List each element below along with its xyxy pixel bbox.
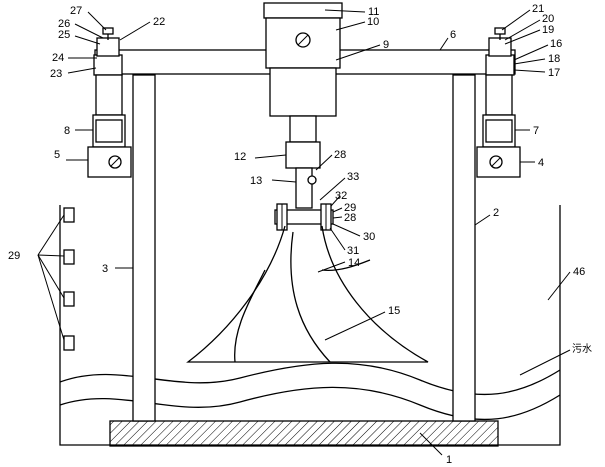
label-18: 18 [548,53,560,65]
label-1: 1 [446,454,452,466]
label-27: 27 [70,5,82,17]
part-labels: 1 2 3 4 5 6 7 8 9 10 11 12 13 14 15 16 1… [8,3,592,466]
label-2: 2 [493,207,499,219]
base-plate [109,420,499,447]
label-31: 31 [347,245,359,257]
wall-tabs [63,207,75,351]
label-22: 22 [153,16,165,28]
label-46: 46 [573,266,585,278]
label-25: 25 [58,29,70,41]
label-4: 4 [538,157,544,169]
label-7: 7 [533,125,539,137]
label-21: 21 [532,3,544,15]
label-23: 23 [50,68,62,80]
label-24: 24 [52,52,64,64]
cone [186,225,429,363]
left-side-assembly [87,27,132,178]
label-3: 3 [102,263,108,275]
label-33: 33 [347,171,359,183]
left-column [132,74,156,422]
motor-assembly [263,2,343,209]
label-28-right: 28 [344,212,356,224]
label-29-tabs: 29 [8,250,20,262]
label-10: 10 [367,16,379,28]
right-column [452,74,476,422]
label-30: 30 [363,231,375,243]
flange [274,203,334,231]
label-12: 12 [234,151,246,163]
label-sewage: 污水 [572,343,592,355]
label-28-top: 28 [334,149,346,161]
label-29-right: 29 [344,202,356,214]
label-6: 6 [450,29,456,41]
label-13: 13 [250,175,262,187]
leader-lines [37,9,571,456]
label-11: 11 [368,6,379,18]
label-5: 5 [54,149,60,161]
label-19: 19 [542,24,554,36]
label-32: 32 [335,190,347,202]
label-26: 26 [58,18,70,30]
label-14: 14 [348,257,360,269]
right-side-assembly [476,27,521,178]
label-16: 16 [550,38,562,50]
label-9: 9 [383,39,389,51]
label-8: 8 [64,125,70,137]
label-17: 17 [548,67,560,79]
label-15: 15 [388,305,400,317]
label-20: 20 [542,13,554,25]
